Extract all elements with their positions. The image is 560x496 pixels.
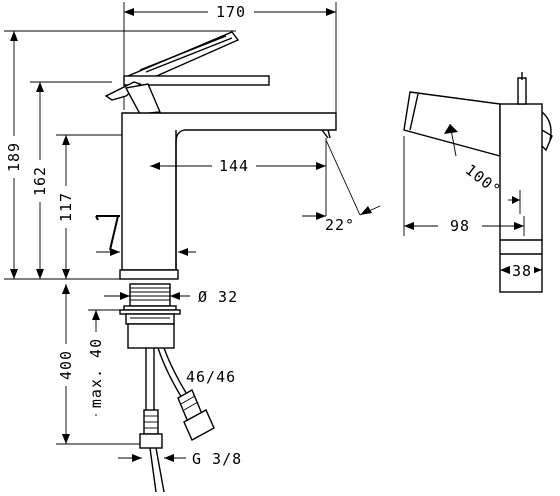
dim-170: 170 [124, 2, 336, 21]
dim-189: 189 [4, 31, 24, 279]
faucet-body [119, 112, 337, 280]
front-view: 170 189 162 117 [4, 2, 381, 493]
dim-98: 98 [403, 136, 525, 236]
dim-400: 400 [56, 284, 140, 445]
threaded-shank [119, 283, 181, 349]
dim-hose-pair-label: 46/46 [186, 368, 236, 386]
dim-189-label: 189 [5, 142, 23, 172]
dim-thread-diameter: Ø 32 [104, 288, 238, 306]
dim-connection: G 3/8 [118, 450, 242, 468]
dim-body-width [96, 244, 196, 260]
dim-162-label: 162 [31, 166, 49, 196]
dim-400-label: 400 [57, 350, 75, 380]
side-view: 100° 98 38 [403, 72, 553, 293]
dim-100deg-label: 100° [462, 161, 505, 200]
dim-38: 38 [500, 262, 542, 280]
dim-144-label: 144 [219, 157, 249, 175]
dim-117-label: 117 [57, 192, 75, 222]
dim-117: 117 [56, 135, 76, 279]
dim-98-label: 98 [450, 217, 470, 235]
dim-connection-label: G 3/8 [192, 450, 242, 468]
drain-rod [95, 215, 120, 251]
dim-22deg-label: 22° [325, 216, 355, 234]
lever-closed [104, 75, 270, 115]
dim-max-40-label: max. 40 [87, 338, 105, 408]
dim-38-label: 38 [512, 262, 532, 280]
dim-162: 162 [30, 82, 50, 279]
dim-144: 144 [150, 157, 326, 175]
dim-22deg: 22° [302, 139, 381, 234]
dim-170-label: 170 [216, 3, 246, 21]
dim-thread-diameter-label: Ø 32 [198, 288, 238, 306]
dim-max-40: max. 40 [86, 309, 120, 416]
supply-hoses [139, 347, 215, 493]
